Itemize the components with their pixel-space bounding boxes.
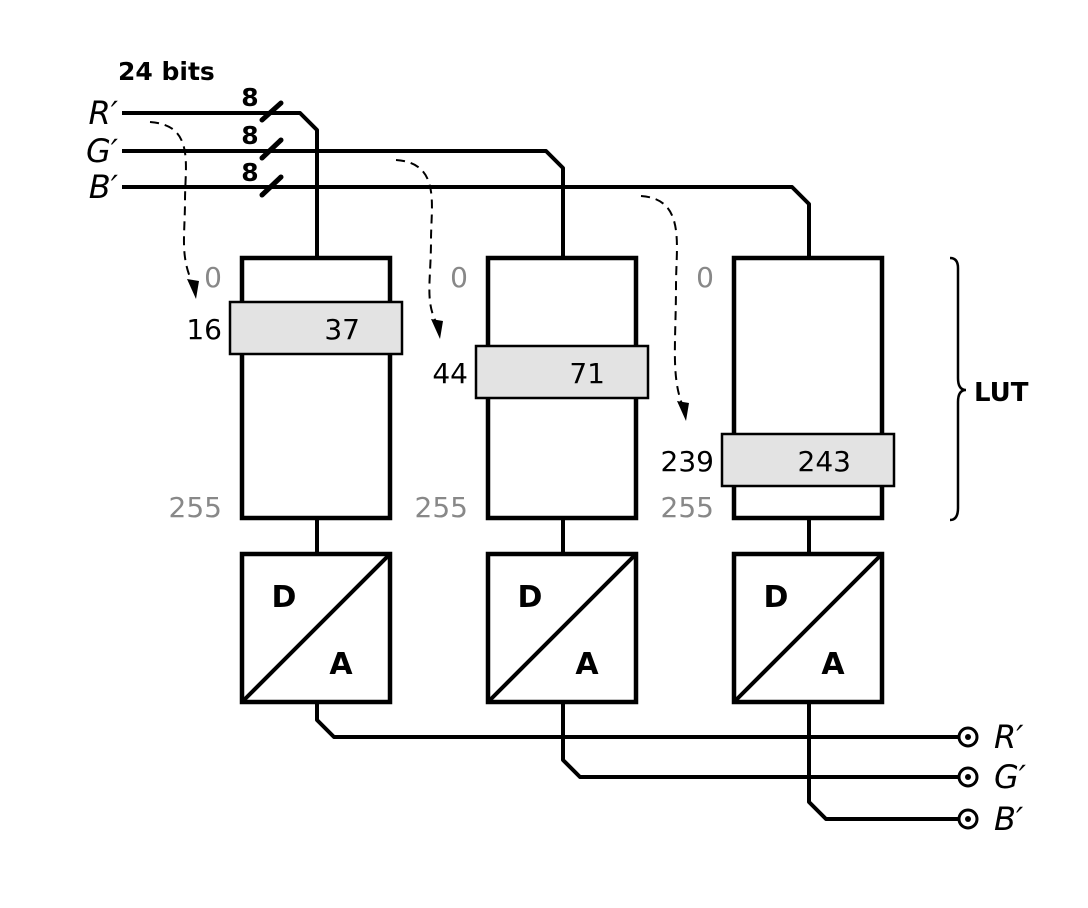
lut-top-index-r: 0 xyxy=(204,261,222,294)
dac-block-b: D A xyxy=(731,551,885,705)
index-arrowhead-g xyxy=(431,319,443,339)
lut-brace xyxy=(949,256,967,522)
lut-entry-b xyxy=(720,432,896,488)
output-wire-r xyxy=(315,702,959,739)
output-jack-g xyxy=(957,766,979,788)
dac-block-g: D A xyxy=(485,551,639,705)
lut-entry-g xyxy=(474,344,650,400)
bus-width-label: 24 bits xyxy=(118,57,215,86)
dac-analog-label: A xyxy=(575,647,599,682)
bus-slash-g xyxy=(259,137,284,161)
lut-bottom-index-g: 255 xyxy=(415,491,468,524)
dac-digital-label: D xyxy=(518,580,543,615)
output-wire-b xyxy=(807,702,959,821)
lut-top-index-b: 0 xyxy=(696,261,714,294)
index-arrowhead-r xyxy=(187,279,199,299)
bus-slash-b xyxy=(259,174,284,198)
lut-table-r xyxy=(239,255,393,521)
lut-output-value-b: 243 xyxy=(798,445,851,478)
bit-count-r: 8 xyxy=(241,83,258,112)
dac-analog-label: A xyxy=(329,647,353,682)
lut-bottom-index-r: 255 xyxy=(169,491,222,524)
bus-slash-r xyxy=(259,100,284,123)
dac-analog-label: A xyxy=(821,647,845,682)
dac-block-r: D A xyxy=(239,551,393,705)
index-arrow-b xyxy=(640,195,683,405)
lut-input-index-g: 44 xyxy=(432,357,468,390)
lut-input-index-b: 239 xyxy=(661,445,714,478)
input-label-b: B′ xyxy=(89,168,119,206)
input-wire-g xyxy=(122,149,565,258)
index-arrowhead-b xyxy=(677,401,689,421)
output-jack-r xyxy=(957,726,979,748)
lut-bottom-index-b: 255 xyxy=(661,491,714,524)
lut-top-index-g: 0 xyxy=(450,261,468,294)
lut-label: LUT xyxy=(974,378,1029,408)
lut-entry-r xyxy=(228,300,404,356)
lut-output-value-g: 71 xyxy=(569,357,605,390)
index-arrow-g xyxy=(395,159,437,323)
lut-input-index-r: 16 xyxy=(186,313,222,346)
bit-count-g: 8 xyxy=(241,121,258,150)
index-arrow-r xyxy=(149,121,193,283)
output-label-r: R′ xyxy=(994,718,1024,756)
lut-output-value-r: 37 xyxy=(324,313,360,346)
output-jack-b xyxy=(957,808,979,830)
output-wire-g xyxy=(561,702,959,779)
input-label-g: G′ xyxy=(86,132,119,170)
dac-digital-label: D xyxy=(272,580,297,615)
output-label-b: B′ xyxy=(994,800,1024,838)
dac-digital-label: D xyxy=(764,580,789,615)
output-label-g: G′ xyxy=(994,758,1027,796)
bit-count-b: 8 xyxy=(241,158,258,187)
input-wire-r xyxy=(122,111,319,258)
input-label-r: R′ xyxy=(89,94,119,132)
input-wire-b xyxy=(122,185,811,258)
